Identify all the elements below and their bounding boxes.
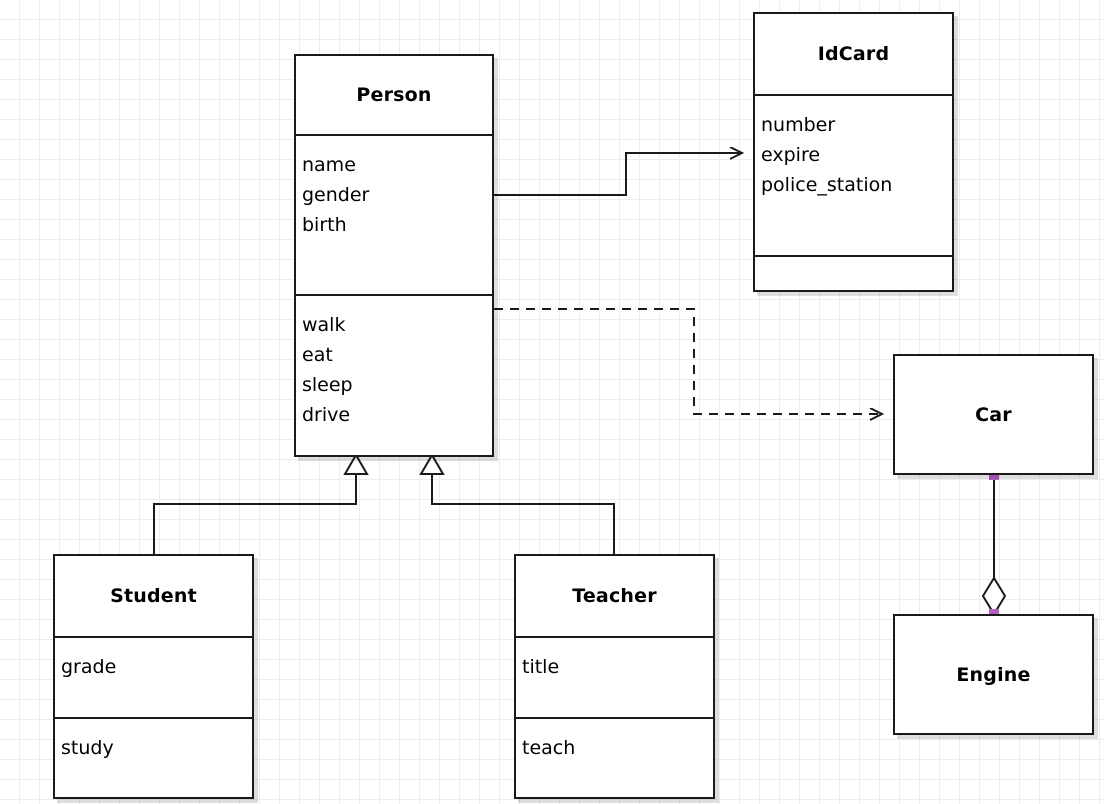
generalization-student-person[interactable]: [153, 453, 369, 554]
method-item: walk: [302, 314, 346, 336]
methods-student: study: [55, 717, 252, 763]
generalization-teacher-person[interactable]: [419, 453, 615, 554]
methods-idcard: [755, 255, 952, 257]
attribute-item: grade: [61, 656, 117, 678]
dependency-person-car[interactable]: [494, 308, 882, 414]
attribute-item: title: [522, 656, 560, 678]
attributes-student: grade: [55, 636, 252, 717]
method-item: eat: [302, 344, 333, 366]
methods-teacher: teach: [516, 717, 713, 763]
class-name-label: Student: [110, 585, 197, 607]
method-item: drive: [302, 404, 351, 426]
class-title-teacher: Teacher: [516, 556, 713, 636]
class-box-car[interactable]: Car: [893, 354, 1094, 475]
class-title-idcard: IdCard: [755, 14, 952, 94]
method-item: study: [61, 737, 114, 759]
attributes-person: name gender birth: [296, 134, 492, 294]
attribute-item: name: [302, 154, 356, 176]
class-box-engine[interactable]: Engine: [893, 614, 1094, 735]
attribute-item: birth: [302, 214, 347, 236]
class-name-label: Person: [356, 84, 432, 106]
class-box-student[interactable]: Student grade study: [53, 554, 254, 799]
port-car-bottom[interactable]: [989, 470, 999, 480]
class-box-teacher[interactable]: Teacher title teach: [514, 554, 715, 799]
class-name-label: Engine: [956, 663, 1031, 686]
class-title-student: Student: [55, 556, 252, 636]
class-name-label: IdCard: [817, 43, 890, 65]
class-title-car: Car: [895, 356, 1092, 473]
association-person-idcard[interactable]: [494, 153, 742, 196]
class-name-label: Teacher: [572, 585, 657, 607]
attribute-item: number: [761, 114, 836, 136]
class-box-person[interactable]: Person name gender birth walk eat sleep …: [294, 54, 494, 457]
class-title-engine: Engine: [895, 616, 1092, 733]
attribute-item: expire: [761, 144, 821, 166]
class-name-label: Car: [975, 403, 1012, 426]
class-box-idcard[interactable]: IdCard number expire police_station: [753, 12, 954, 292]
attribute-item: gender: [302, 184, 370, 206]
attribute-item: police_station: [761, 174, 893, 196]
aggregation-car-engine[interactable]: [981, 477, 1007, 616]
class-title-person: Person: [296, 56, 492, 134]
attributes-teacher: title: [516, 636, 713, 717]
method-item: teach: [522, 737, 576, 759]
attributes-idcard: number expire police_station: [755, 94, 952, 255]
method-item: sleep: [302, 374, 353, 396]
methods-person: walk eat sleep drive: [296, 294, 492, 430]
